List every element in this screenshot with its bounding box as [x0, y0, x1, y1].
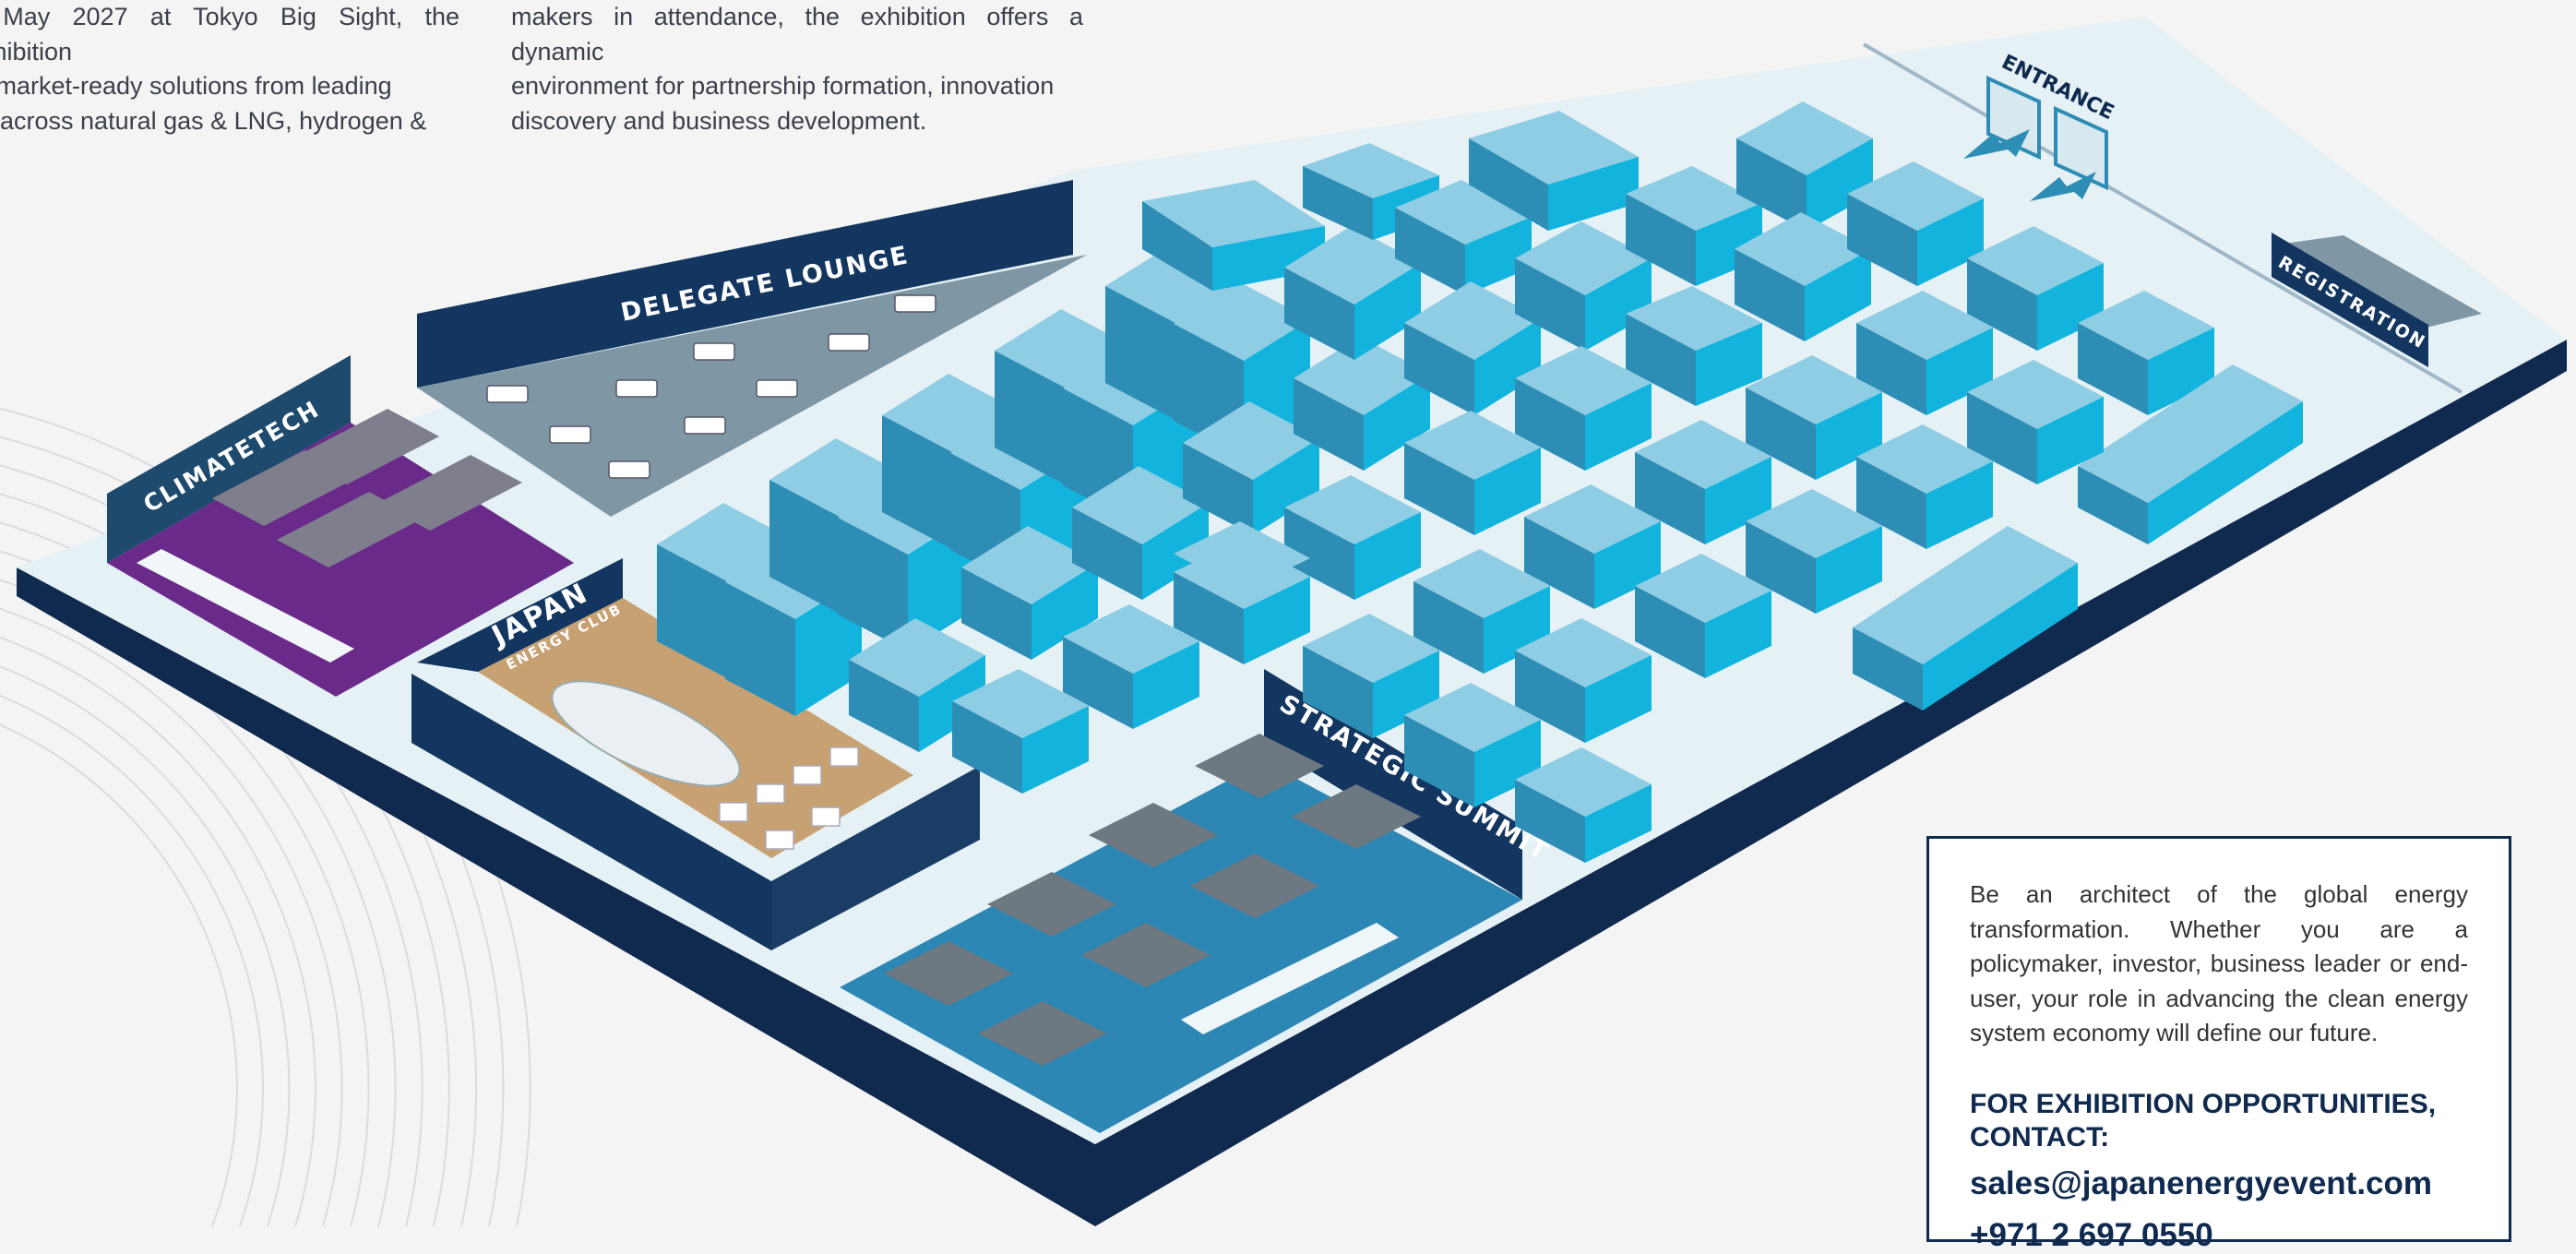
- contact-card-text: Be an architect of the global energy tra…: [1970, 880, 2468, 1046]
- booth: [1183, 401, 1319, 535]
- club-wall-left: [411, 674, 771, 950]
- booth: [1469, 111, 1639, 231]
- booth: [2078, 364, 2303, 544]
- intro-right-text: makers in attendance, the exhibition off…: [511, 0, 1083, 138]
- booth: [1404, 411, 1541, 535]
- booth: [1303, 614, 1439, 738]
- climatetech-wall: [107, 355, 351, 563]
- booth: [1853, 526, 2078, 711]
- meeting-table: [551, 680, 741, 787]
- booth: [1063, 604, 1199, 729]
- booth: [1284, 226, 1421, 360]
- entrance-arrow-icon: [2030, 172, 2096, 201]
- contact-phone-link[interactable]: +971 2 697 0550: [1970, 1216, 2213, 1253]
- booth: [1746, 489, 1882, 614]
- club-wall-front: [771, 766, 980, 950]
- booth: [1515, 618, 1652, 743]
- registration-desk-top: [2277, 235, 2482, 328]
- booth: [1735, 212, 1871, 341]
- intro-left-text: 8 May 2027 at Tokyo Big Sight, the exhib…: [0, 0, 459, 138]
- booth: [1856, 424, 1993, 549]
- booth: [1856, 291, 1993, 415]
- contact-email-link[interactable]: sales@japanenergyevent.com: [1970, 1164, 2433, 1201]
- booth: [1294, 337, 1430, 471]
- climatetech-zone: CLIMATETECH: [107, 355, 574, 697]
- booth: [1404, 683, 1541, 807]
- entrance-wall-line: [1862, 42, 2463, 394]
- floor-plan: DELEGATE LOUNGE CLIMATETECH JAPAN ENERGY…: [0, 17, 2567, 1226]
- registration-desk-sign: [2272, 233, 2428, 367]
- booth: [1626, 286, 1762, 406]
- booth: [1847, 161, 1984, 286]
- club-wall-back: [417, 558, 623, 672]
- booth: [1395, 180, 1532, 295]
- seating-block: [212, 409, 522, 567]
- booth: [1413, 549, 1550, 674]
- booth: [1736, 102, 1873, 231]
- booth: [1524, 484, 1661, 609]
- booth: [1284, 475, 1421, 600]
- contact-card: Be an architect of the global energy tra…: [1926, 836, 2511, 1253]
- delegate-lounge-wall: [417, 180, 1073, 388]
- seating-block: [884, 734, 1421, 1066]
- booth: [952, 669, 1089, 794]
- summit-stage: [1181, 923, 1399, 1034]
- booth: [1967, 360, 2104, 484]
- booth: [2078, 291, 2214, 415]
- intro-right-line: makers in attendance, the exhibition off…: [511, 3, 1083, 66]
- intro-right-line: environment for partnership formation, i…: [511, 72, 1055, 100]
- intro-left-line: es across natural gas & LNG, hydrogen &: [0, 106, 427, 135]
- lounge-sofa: [719, 746, 859, 850]
- entrance-door: [1986, 75, 2041, 161]
- booth: [961, 526, 1098, 660]
- booth: [1967, 226, 2104, 351]
- booth: [1174, 521, 1310, 591]
- booth: [1746, 355, 1882, 480]
- booth: [1635, 554, 1771, 678]
- entrance-door: [2054, 105, 2108, 191]
- summit-wall: [1264, 669, 1522, 900]
- intro-right-line: discovery and business development.: [511, 106, 927, 135]
- booth: [1515, 346, 1652, 471]
- booth: [1515, 747, 1652, 863]
- booth: [1515, 221, 1652, 351]
- delegate-lounge-floor: [417, 255, 1087, 517]
- booth: [1142, 180, 1325, 291]
- entrance-arrow-icon: [1963, 129, 2030, 159]
- booth: [1404, 281, 1541, 415]
- contact-card-cta: FOR EXHIBITION OPPORTUNITIES, CONTACT:: [1970, 1088, 2437, 1152]
- intro-left-line: 8 May 2027 at Tokyo Big Sight, the exhib…: [0, 3, 459, 66]
- intro-left-line: re market-ready solutions from leading: [0, 72, 392, 100]
- floor-edge: [17, 340, 2567, 1226]
- booth-grid: [657, 102, 2303, 863]
- booth: [1635, 420, 1771, 544]
- japan-energy-club: JAPAN ENERGY CLUB: [411, 558, 980, 950]
- booth: [1072, 466, 1209, 600]
- lounge-table: [486, 294, 936, 479]
- climatetech-stage: [137, 549, 354, 663]
- delegate-lounge: DELEGATE LOUNGE: [417, 180, 1087, 517]
